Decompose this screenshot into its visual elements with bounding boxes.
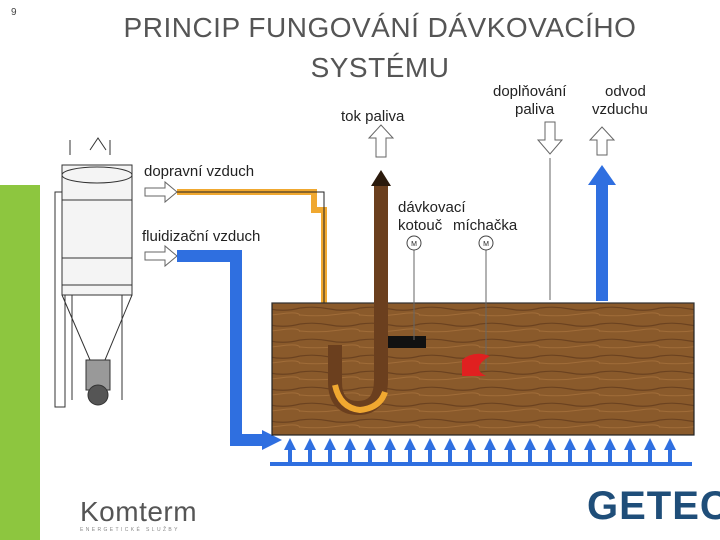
motor-label-b: M — [483, 241, 489, 248]
distribution-plenum — [270, 462, 692, 466]
doplnovani-paliva-arrow — [536, 121, 564, 300]
fluidizacni-vzduch-arrow — [144, 244, 178, 268]
komterm-tagline: ENERGETICKÉ SLUŽBY — [80, 527, 180, 533]
label-doplnovani-line2: paliva — [515, 101, 555, 118]
stirrer — [462, 235, 494, 376]
silo-illustration — [54, 137, 133, 408]
slide-title: PRINCIP FUNGOVÁNÍ DÁVKOVACÍHO SYSTÉMU — [123, 12, 637, 83]
label-dopravni-vzduch: dopravní vzduch — [144, 163, 255, 180]
label-michacka: míchačka — [453, 217, 518, 234]
label-davkovaci-line2: kotouč — [398, 217, 443, 234]
tok-paliva-arrow — [367, 124, 395, 158]
slide-number: 9 — [11, 7, 17, 18]
odvod-vzduchu-arrow — [588, 126, 616, 301]
label-odvod-line2: vzduchu — [592, 101, 648, 118]
label-doplnovani-line1: doplňování — [493, 83, 567, 100]
fuel-flow-arrowhead — [371, 170, 391, 186]
getec-logo: GETEC — [587, 484, 720, 528]
komterm-logo: Komterm ENERGETICKÉ SLUŽBY — [80, 496, 198, 534]
fluidization-air-duct-head — [262, 430, 282, 450]
dopravni-vzduch-arrow — [144, 180, 178, 204]
fluidization-air-duct — [177, 250, 262, 446]
fluidization-arrows-row — [284, 438, 676, 462]
motor-label-a: M — [411, 241, 417, 248]
dosing-chamber — [271, 302, 695, 436]
accent-green-bar — [0, 185, 40, 540]
komterm-wordmark: Komterm — [80, 496, 198, 527]
label-fluidizacni-vzduch: fluidizační vzduch — [142, 228, 261, 245]
label-davkovaci-line1: dávkovací — [398, 199, 466, 216]
label-tok-paliva: tok paliva — [341, 108, 405, 125]
dosing-disc — [388, 235, 426, 348]
label-odvod-line1: odvod — [605, 83, 646, 100]
